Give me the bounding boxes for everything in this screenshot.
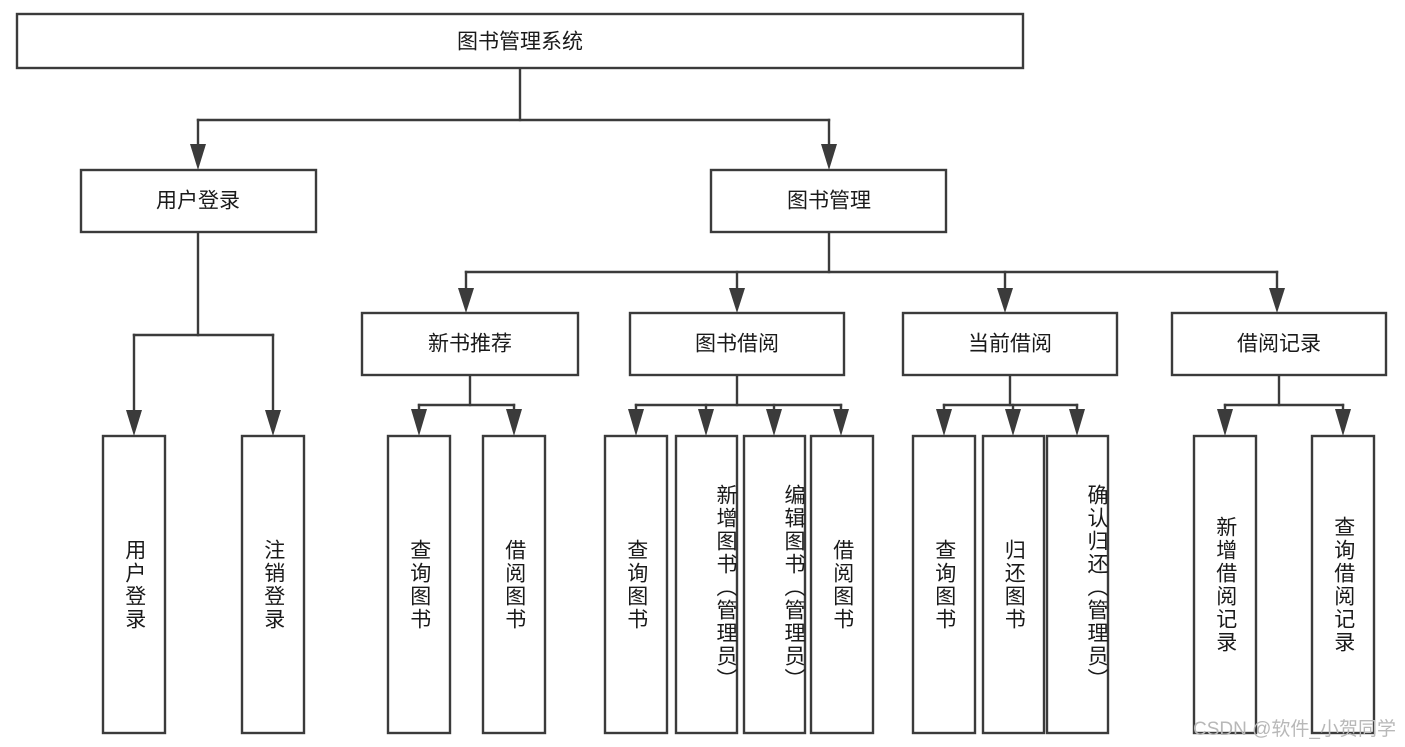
- arrow-to-current-borrow: [997, 288, 1013, 313]
- arrow-to-leaf-user-login: [126, 410, 142, 436]
- node-borrow-record-label: 借阅记录: [1237, 333, 1321, 356]
- node-box-group: [15, 12, 1388, 735]
- node-leaf-query-book-1-box[interactable]: [386, 434, 452, 735]
- arrowhead-group: [126, 144, 1351, 436]
- node-user-login-box[interactable]: [79, 168, 318, 234]
- arrow-to-leaf-add-book: [698, 409, 714, 436]
- arrow-to-leaf-borrow-book-2: [833, 409, 849, 436]
- node-borrow-record-box[interactable]: [1170, 311, 1388, 377]
- node-leaf-query-book-3-box[interactable]: [911, 434, 977, 735]
- arrow-to-book-manage: [821, 144, 837, 170]
- arrow-to-leaf-confirm-return: [1069, 409, 1085, 436]
- arrow-to-leaf-query-record: [1335, 409, 1351, 436]
- node-leaf-query-record-box[interactable]: [1310, 434, 1376, 735]
- node-current-borrow-label: 当前借阅: [968, 333, 1052, 356]
- node-leaf-query-book-2-box[interactable]: [603, 434, 669, 735]
- arrow-to-leaf-borrow-book-1: [506, 409, 522, 436]
- node-root-label: 图书管理系统: [457, 31, 583, 54]
- arrow-to-user-login: [190, 144, 206, 170]
- arrow-to-borrow-record: [1269, 288, 1285, 313]
- node-user-login-label: 用户登录: [156, 190, 240, 213]
- arrow-to-book-borrow: [729, 288, 745, 313]
- node-book-borrow-label: 图书借阅: [695, 333, 779, 356]
- node-book-manage-label: 图书管理: [787, 190, 871, 213]
- arrow-to-leaf-add-record: [1217, 409, 1233, 436]
- node-leaf-add-record-box[interactable]: [1192, 434, 1258, 735]
- node-current-borrow-box[interactable]: [901, 311, 1119, 377]
- node-leaf-confirm-return-box[interactable]: [1045, 434, 1110, 735]
- node-leaf-return-book-box[interactable]: [981, 434, 1046, 735]
- arrow-to-leaf-query-book-3: [936, 409, 952, 436]
- node-root-box[interactable]: [15, 12, 1025, 70]
- csdn-watermark: CSDN @软件_小贺同学: [1193, 719, 1396, 740]
- node-leaf-add-book-box[interactable]: [674, 434, 739, 735]
- arrow-to-leaf-query-book-2: [628, 409, 644, 436]
- node-book-borrow-box[interactable]: [628, 311, 846, 377]
- node-label-group: 图书管理系统 用户登录 图书管理 新书推荐 图书借阅 当前借阅 借阅记录: [156, 31, 1321, 356]
- node-leaf-borrow-book-1-box[interactable]: [481, 434, 547, 735]
- arrow-to-leaf-edit-book: [766, 409, 782, 436]
- node-leaf-user-login-box[interactable]: [101, 434, 167, 735]
- node-leaf-user-logout-box[interactable]: [240, 434, 306, 735]
- arrow-to-leaf-query-book-1: [411, 409, 427, 436]
- node-new-book-recommend-box[interactable]: [360, 311, 580, 377]
- node-new-book-recommend-label: 新书推荐: [428, 333, 512, 356]
- node-leaf-borrow-book-2-box[interactable]: [809, 434, 875, 735]
- arrow-to-new-book-recommend: [458, 288, 474, 313]
- node-leaf-edit-book-box[interactable]: [742, 434, 807, 735]
- node-book-manage-box[interactable]: [709, 168, 948, 234]
- arrow-to-leaf-user-logout: [265, 410, 281, 436]
- arrow-to-leaf-return-book: [1005, 409, 1021, 436]
